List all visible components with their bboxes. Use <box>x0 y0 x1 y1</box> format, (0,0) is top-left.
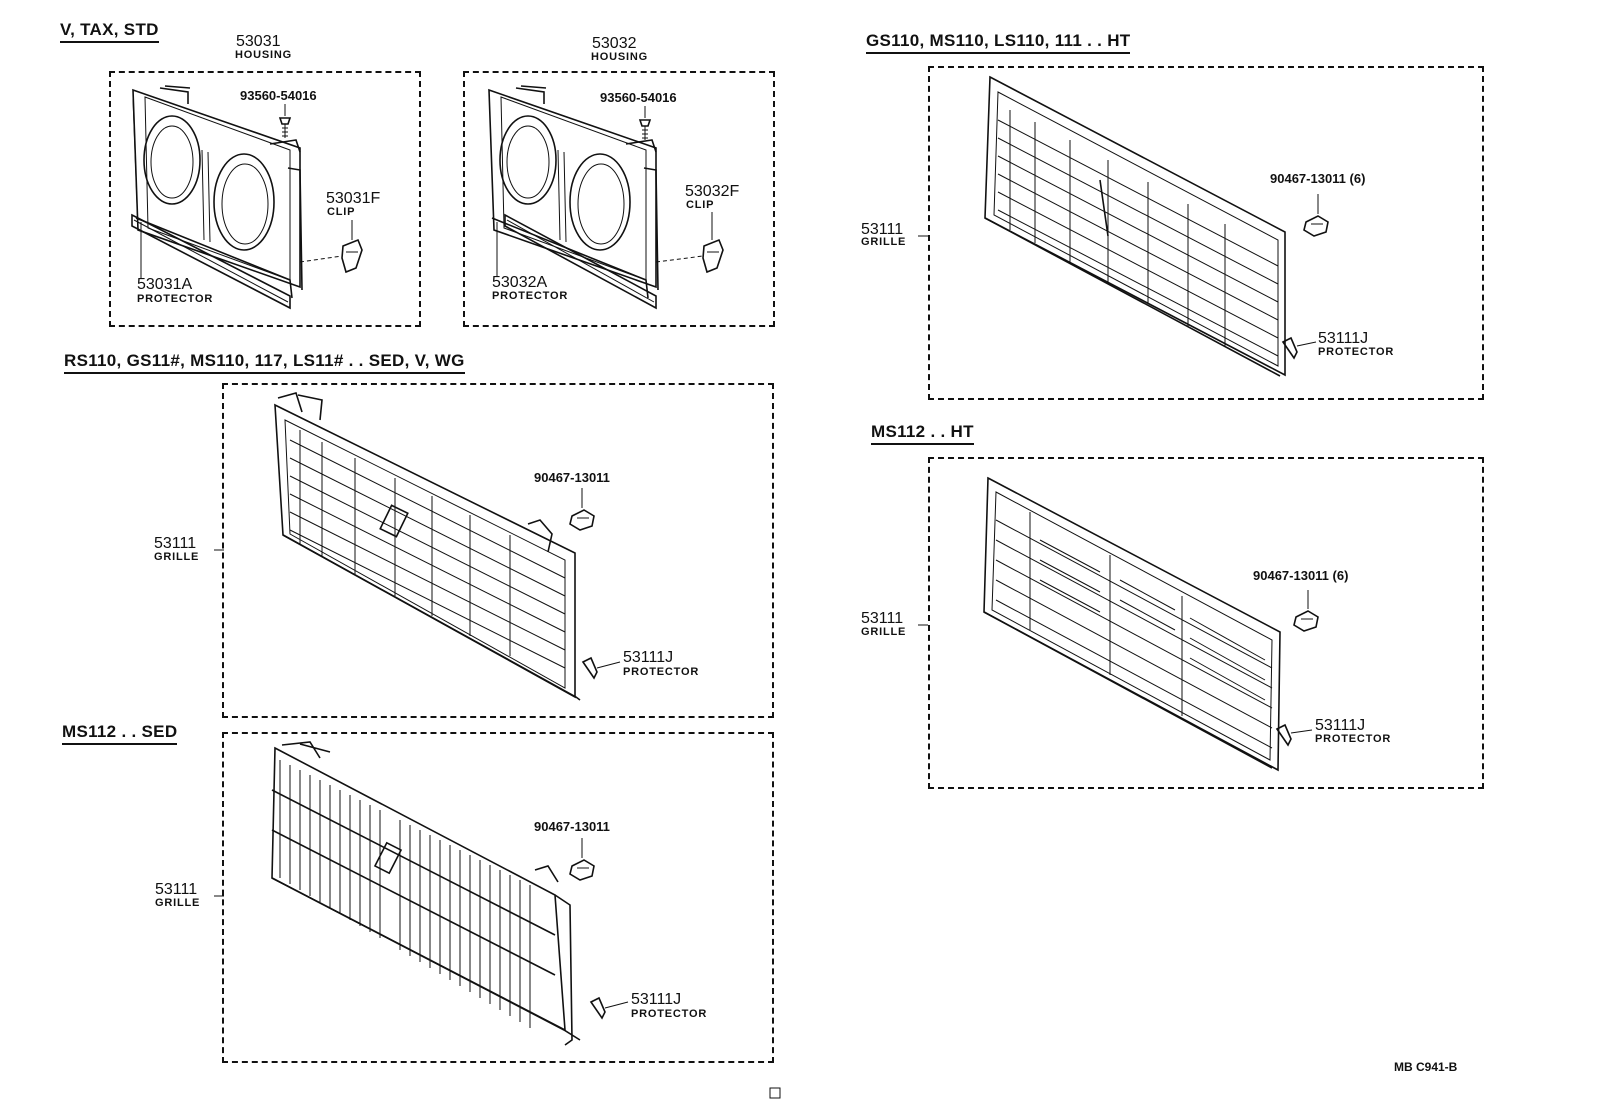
screw-right-part-no: 93560-54016 <box>600 90 677 105</box>
grille-illustration <box>271 741 581 1046</box>
grille-ms112-sed-clip-part-no: 90467-13011 <box>534 819 610 834</box>
grille-ms112-ht-part-no: 53111 <box>861 610 904 627</box>
grille-ms112-sed-protector-part-no: 53111J <box>631 991 682 1008</box>
grille-ms112-ht-name: GRILLE <box>861 626 907 638</box>
section-title-housing: V, TAX, STD <box>60 20 159 43</box>
protector-strip <box>581 656 598 680</box>
housing-left-box <box>109 71 421 327</box>
section-title-ms112-ht: MS112 . . HT <box>871 422 974 445</box>
protector-right-name: PROTECTOR <box>492 290 569 302</box>
protector-strip <box>1275 723 1292 747</box>
diagram-reference-code: MB C941-B <box>1394 1060 1458 1074</box>
housing-illustration <box>488 85 659 299</box>
grille-ms112-ht-box <box>928 457 1484 789</box>
protector-right-part-no: 53032A <box>492 274 548 291</box>
clip-icon <box>702 238 724 274</box>
protector-strip <box>589 996 606 1020</box>
clip-icon <box>1293 610 1319 632</box>
screw-left-part-no: 93560-54016 <box>240 88 317 103</box>
grille-gs110-ht-protector-name: PROTECTOR <box>1318 346 1395 358</box>
grille-illustration <box>984 75 1286 377</box>
grille-gs110-ht-clip-part-no: 90467-13011 (6) <box>1270 171 1366 186</box>
section-title-ms112-sed: MS112 . . SED <box>62 722 178 745</box>
grille-illustration <box>274 392 581 701</box>
clip-right-name: CLIP <box>686 199 715 211</box>
clip-icon <box>569 859 595 881</box>
grille-gs110-ht-part-no: 53111 <box>861 221 904 238</box>
grille-ms112-ht-protector-part-no: 53111J <box>1315 717 1366 734</box>
grille-rs110-part-no: 53111 <box>154 535 197 552</box>
protector-strip <box>504 213 657 310</box>
grille-ms112-sed-protector-name: PROTECTOR <box>631 1008 708 1020</box>
housing-left-name: HOUSING <box>235 49 292 61</box>
housing-illustration <box>132 85 303 299</box>
grille-ms112-sed-part-no: 53111 <box>155 881 198 898</box>
housing-right-part-no: 53032 <box>592 35 637 52</box>
grille-illustration <box>983 476 1281 772</box>
clip-icon <box>1303 215 1329 237</box>
clip-icon <box>569 509 595 531</box>
housing-right-box <box>463 71 775 327</box>
protector-left-name: PROTECTOR <box>137 293 214 305</box>
clip-right-part-no: 53032F <box>685 183 740 200</box>
grille-rs110-protector-name: PROTECTOR <box>623 666 700 678</box>
clip-left-name: CLIP <box>327 206 356 218</box>
grille-ms112-ht-clip-part-no: 90467-13011 (6) <box>1253 568 1349 583</box>
grille-rs110-name: GRILLE <box>154 551 200 563</box>
section-title-rs110: RS110, GS11#, MS110, 117, LS11# . . SED,… <box>64 351 465 374</box>
protector-left-part-no: 53031A <box>137 276 193 293</box>
grille-gs110-ht-name: GRILLE <box>861 236 907 248</box>
grille-gs110-ht-box <box>928 66 1484 400</box>
grille-ms112-ht-protector-name: PROTECTOR <box>1315 733 1392 745</box>
clip-left-part-no: 53031F <box>326 190 381 207</box>
housing-left-part-no: 53031 <box>236 33 281 50</box>
grille-gs110-ht-protector-part-no: 53111J <box>1318 330 1369 347</box>
screw-icon <box>278 117 292 138</box>
protector-strip <box>1281 336 1298 360</box>
clip-icon <box>341 238 363 274</box>
grille-ms112-sed-name: GRILLE <box>155 897 201 909</box>
grille-rs110-protector-part-no: 53111J <box>623 649 674 666</box>
housing-right-name: HOUSING <box>591 51 648 63</box>
section-title-gs110-ht: GS110, MS110, LS110, 111 . . HT <box>866 31 1131 54</box>
protector-strip <box>131 213 291 310</box>
grille-rs110-clip-part-no: 90467-13011 <box>534 470 610 485</box>
screw-icon <box>638 119 652 140</box>
grille-ms112-sed-box <box>222 732 774 1063</box>
